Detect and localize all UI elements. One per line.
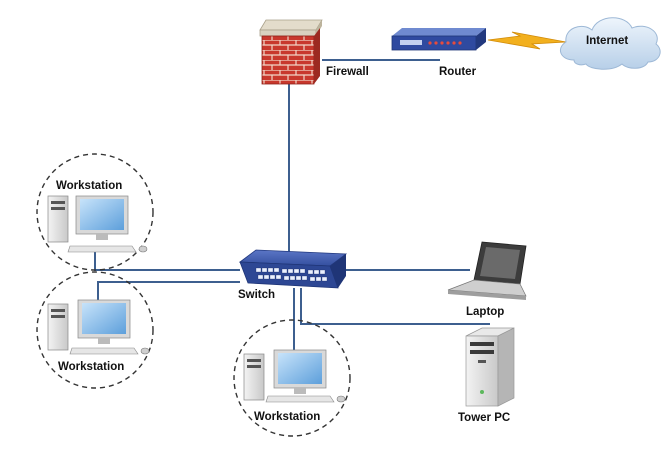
workstation-icon bbox=[47, 195, 148, 253]
laptop-icon bbox=[447, 241, 527, 300]
workstation-2-label: Workstation bbox=[58, 361, 124, 373]
workstation-node-2 bbox=[36, 271, 154, 389]
internet-label: Internet bbox=[586, 35, 628, 47]
workstation-3-label: Workstation bbox=[254, 411, 320, 423]
workstation-1-label: Workstation bbox=[56, 180, 122, 192]
workstation-icon bbox=[243, 349, 346, 403]
firewall-label: Firewall bbox=[326, 66, 369, 78]
wireless-link-icon bbox=[487, 31, 567, 50]
link-switch-workstation-2 bbox=[97, 281, 240, 300]
link-switch-workstation-1 bbox=[94, 252, 240, 271]
router-icon bbox=[391, 28, 486, 51]
network-switch-icon bbox=[238, 249, 348, 289]
switch-label: Switch bbox=[238, 289, 275, 301]
dashed-circle bbox=[36, 271, 154, 389]
dashed-circle bbox=[233, 319, 351, 437]
tower-pc-label: Tower PC bbox=[458, 412, 510, 424]
workstation-node-1 bbox=[36, 153, 154, 271]
cloud-icon bbox=[559, 17, 661, 70]
firewall-icon bbox=[259, 19, 323, 85]
router-label: Router bbox=[439, 66, 477, 78]
dashed-circle bbox=[36, 153, 154, 271]
link-switch-tower-pc bbox=[300, 288, 490, 325]
workstation-node-3 bbox=[233, 319, 351, 437]
tower-pc-icon bbox=[465, 327, 515, 407]
laptop-label: Laptop bbox=[466, 306, 504, 318]
network-links bbox=[94, 59, 490, 350]
workstation-icon bbox=[47, 299, 150, 355]
